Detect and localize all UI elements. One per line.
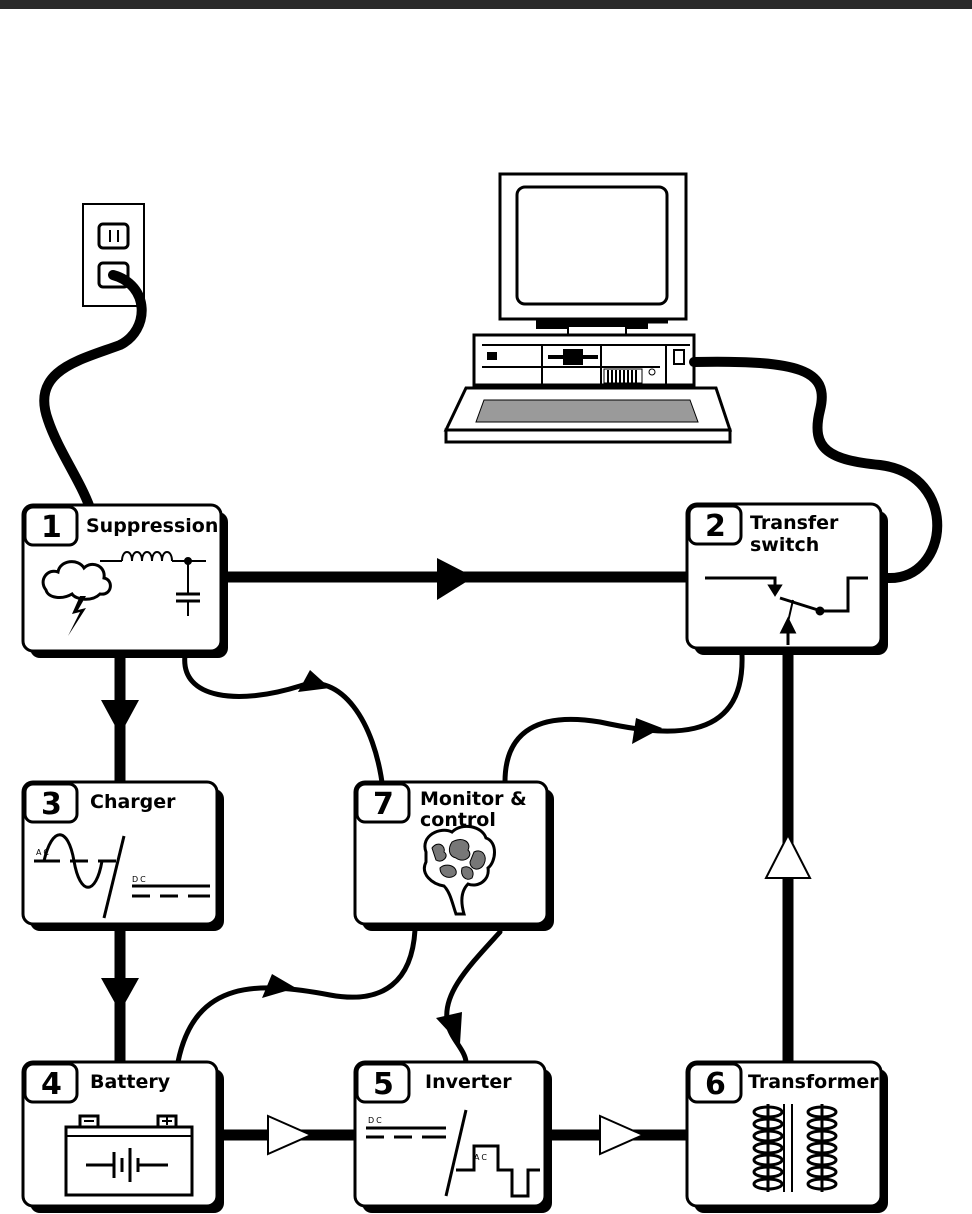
ac-to-dc-icon: AC DC <box>34 833 210 919</box>
block-label: Inverter <box>425 1071 512 1093</box>
wall-outlet-icon <box>82 203 145 307</box>
control-arrows <box>262 670 662 1044</box>
arrow-suppression-to-switch <box>437 558 474 600</box>
block-number-badge <box>687 504 743 546</box>
block-number: 2 <box>705 509 726 544</box>
block-label: switch <box>750 534 819 556</box>
block-number: 3 <box>41 787 62 822</box>
block-suppression: 1 Suppression <box>21 503 228 658</box>
block-label: Suppression <box>86 515 218 537</box>
block-number-badge <box>687 1062 743 1104</box>
power-cord <box>39 270 147 513</box>
block-battery: 4 Battery <box>21 1060 224 1213</box>
block-number: 6 <box>705 1067 726 1102</box>
block-label: Transfer <box>750 512 839 534</box>
block-number: 1 <box>41 510 62 545</box>
arrow-suppression-to-charger <box>101 700 139 735</box>
block-transformer: 6 Transformer <box>685 1060 888 1213</box>
battery-icon <box>64 1114 194 1197</box>
block-label: Monitor & <box>420 788 527 810</box>
block-label: Battery <box>90 1071 171 1093</box>
lc-filter-icon <box>100 551 206 616</box>
dc-to-ac-icon: DC AC <box>366 1109 540 1198</box>
brain-icon <box>423 824 496 916</box>
block-number-badge <box>355 782 411 824</box>
block-charger: 3 Charger AC DC <box>21 780 224 931</box>
block-label: Charger <box>90 791 176 813</box>
block-number: 5 <box>373 1067 394 1102</box>
coil-icon <box>752 1104 838 1192</box>
dc-label: DC <box>132 875 148 884</box>
arrow-inverter-to-transformer <box>599 1114 646 1156</box>
block-number-badge <box>23 782 79 824</box>
computer-icon <box>443 172 733 444</box>
switch-icon <box>705 576 868 645</box>
block-number-badge <box>355 1062 411 1104</box>
block-number-badge <box>23 1062 79 1104</box>
dc-label: DC <box>368 1116 384 1125</box>
arrow-transformer-to-switch <box>764 832 812 879</box>
block-transfer-switch: 2 Transfer switch <box>685 502 888 655</box>
block-number: 4 <box>41 1067 62 1102</box>
computer-cable <box>689 356 943 584</box>
arrow-battery-to-inverter <box>267 1114 314 1156</box>
ac-label: AC <box>36 848 51 857</box>
flow-arrows <box>101 558 812 1156</box>
ac-label: AC <box>474 1153 489 1162</box>
arrow-charger-to-battery <box>101 978 139 1012</box>
block-monitor-control: 7 Monitor & control <box>353 780 554 931</box>
lightning-storm-icon <box>41 560 112 636</box>
block-number: 7 <box>373 787 394 822</box>
block-inverter: 5 Inverter DC AC <box>353 1060 552 1213</box>
block-label: control <box>420 809 496 831</box>
block-number-badge <box>23 505 79 547</box>
top-bar <box>0 0 972 9</box>
block-label: Transformer <box>748 1071 879 1093</box>
